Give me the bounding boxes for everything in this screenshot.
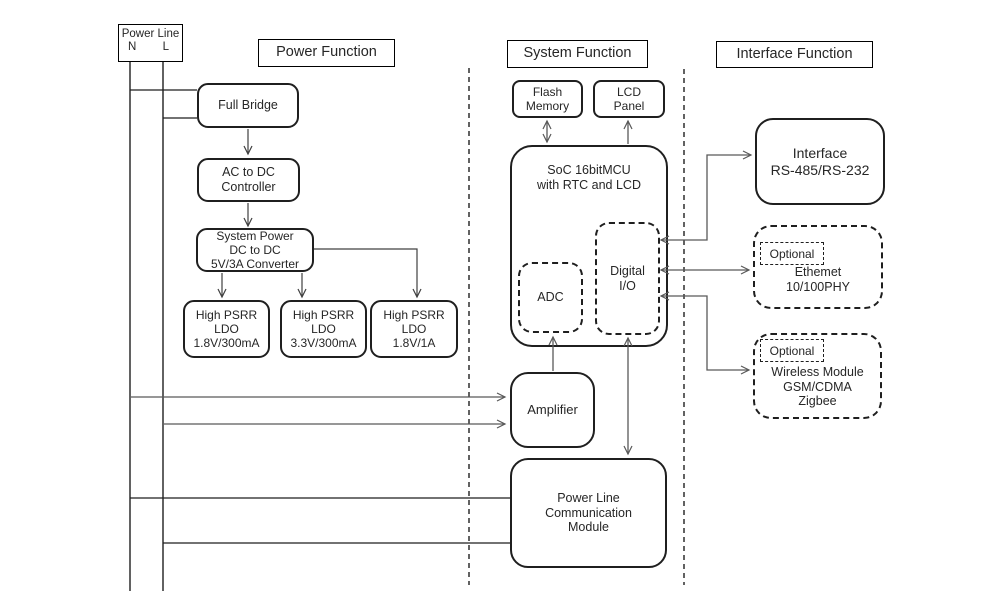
ldo-3v3-300ma-label: High PSRR LDO 3.3V/300mA: [290, 307, 357, 351]
lcd-panel-label: LCD Panel: [613, 84, 645, 113]
section-header-interface-function: Interface Function: [716, 41, 873, 68]
ethernet-optional-chip: Optional: [760, 242, 824, 265]
plc-module-block: Power Line Communication Module: [510, 458, 667, 568]
wireless-module-optional-block: Optional Wireless Module GSM/CDMA Zigbee: [753, 333, 882, 419]
full-bridge-block: Full Bridge: [197, 83, 299, 128]
plc-module-label: Power Line Communication Module: [545, 490, 632, 535]
digital-io-block: Digital I/O: [595, 222, 660, 335]
power-line-label: Power Line: [121, 28, 180, 40]
flash-memory-label: Flash Memory: [525, 84, 570, 113]
ldo-1v8-300ma-label: High PSRR LDO 1.8V/300mA: [193, 307, 260, 351]
wireless-optional-label: Optional: [769, 343, 815, 358]
interface-function-title: Interface Function: [736, 45, 853, 62]
section-header-system-function: System Function: [507, 40, 648, 68]
arrow-converter-to-ldo3: [314, 248, 422, 299]
flash-memory-block: Flash Memory: [512, 80, 583, 118]
ldo-1v8-300ma-block: High PSRR LDO 1.8V/300mA: [183, 300, 270, 358]
full-bridge-label: Full Bridge: [218, 98, 278, 113]
soc-mcu-label: SoC 16bitMCU with RTC and LCD: [537, 163, 641, 192]
ldo-1v8-1a-block: High PSRR LDO 1.8V/1A: [370, 300, 458, 358]
amplifier-block: Amplifier: [510, 372, 595, 448]
lcd-panel-block: LCD Panel: [593, 80, 665, 118]
rs485-rs232-interface-label: Interface RS-485/RS-232: [770, 144, 870, 178]
adc-label: ADC: [537, 290, 564, 305]
adc-block: ADC: [518, 262, 583, 333]
section-header-power-function: Power Function: [258, 39, 395, 67]
amplifier-label: Amplifier: [527, 402, 578, 418]
dc-dc-converter-block: System Power DC to DC 5V/3A Converter: [196, 228, 314, 272]
power-line-source-box: Power Line N L: [118, 24, 183, 62]
wireless-module-label: Wireless Module GSM/CDMA Zigbee: [771, 364, 864, 409]
system-function-title: System Function: [523, 45, 632, 62]
wireless-optional-chip: Optional: [760, 339, 824, 362]
ldo-3v3-300ma-block: High PSRR LDO 3.3V/300mA: [280, 300, 367, 358]
rs485-rs232-interface-block: Interface RS-485/RS-232: [755, 118, 885, 205]
ac-to-dc-controller-block: AC to DC Controller: [197, 158, 300, 202]
power-line-n-label: N: [128, 41, 137, 53]
ethernet-label: Ethemet 10/100PHY: [786, 265, 850, 294]
power-function-title: Power Function: [276, 44, 377, 61]
ethernet-optional-label: Optional: [769, 246, 815, 261]
arrow-digital-io-rs485-bidir: [659, 150, 753, 245]
digital-io-label: Digital I/O: [610, 263, 645, 293]
ac-to-dc-controller-label: AC to DC Controller: [221, 165, 276, 194]
dc-dc-converter-label: System Power DC to DC 5V/3A Converter: [210, 228, 300, 272]
arrow-digital-io-wireless-bidir: [659, 291, 751, 375]
ldo-1v8-1a-label: High PSRR LDO 1.8V/1A: [383, 307, 445, 351]
ethernet-optional-block: Optional Ethemet 10/100PHY: [753, 225, 883, 309]
power-line-l-label: L: [162, 41, 169, 53]
